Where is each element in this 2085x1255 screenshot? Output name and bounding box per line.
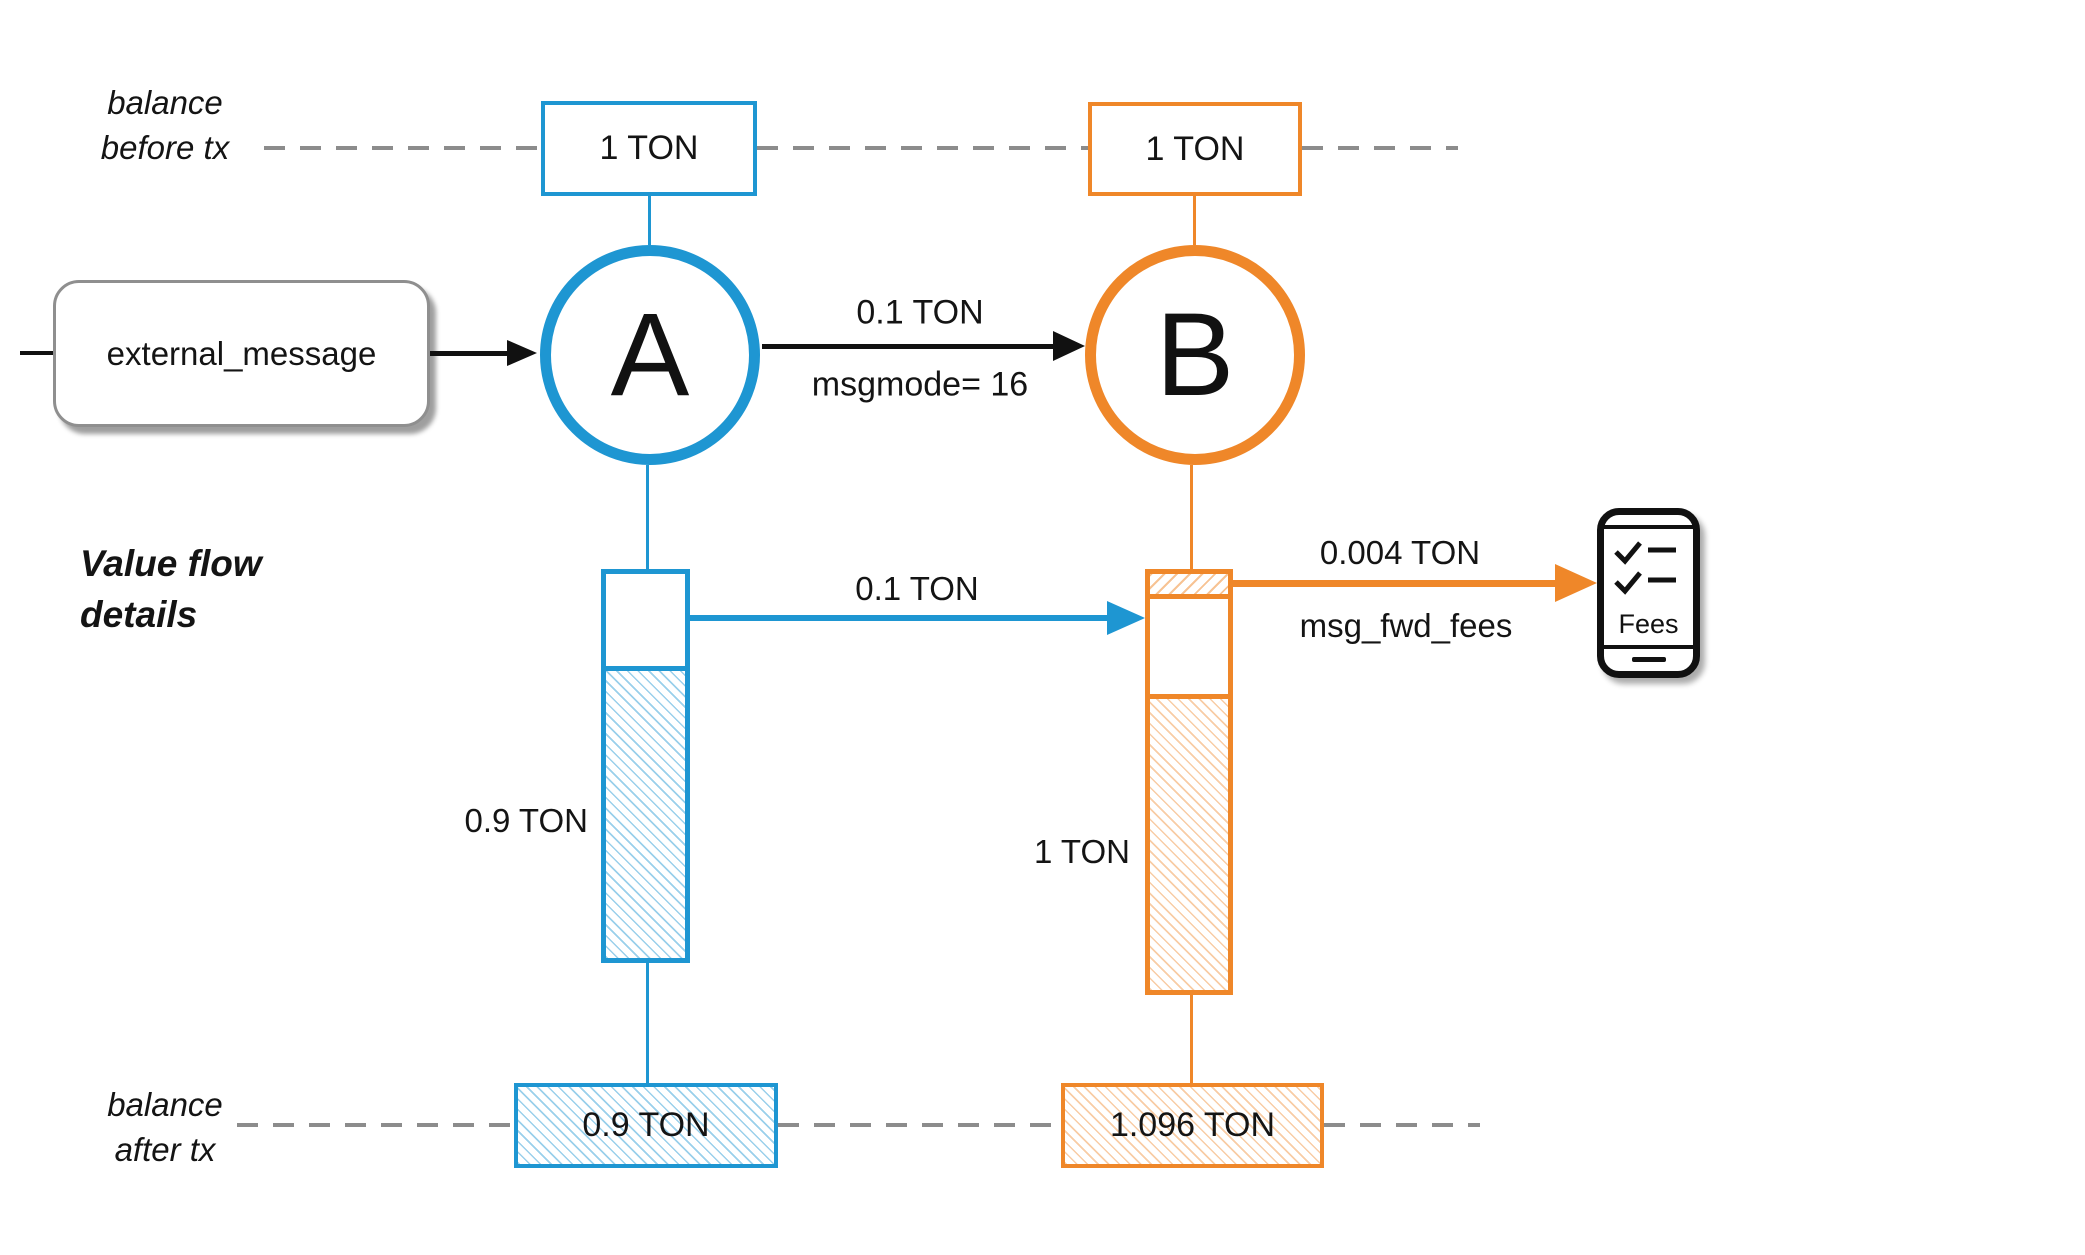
- connector-barb-boxb: [1190, 995, 1193, 1083]
- balance-after-dash-right: [1324, 1123, 1480, 1127]
- check-dash-icon: [1614, 571, 1676, 595]
- fee-arrow-head-icon: [1555, 564, 1597, 602]
- external-arrow-head-icon: [507, 340, 537, 366]
- fees-icon-label: Fees: [1618, 609, 1679, 639]
- incoming-line: [20, 351, 53, 355]
- value-bar-a-remaining-segment: [606, 666, 685, 958]
- external-arrow-line: [430, 351, 509, 356]
- connector-boxb-circleb: [1193, 196, 1196, 245]
- connector-boxa-circlea: [648, 196, 651, 245]
- balance-after-line2: after tx: [114, 1131, 216, 1168]
- phone-top-line: [1604, 525, 1693, 529]
- balance-before-dash-mid: [757, 146, 1088, 150]
- balance-before-box-a: 1 TON: [541, 101, 757, 196]
- balance-after-box-a: 0.9 TON: [514, 1083, 778, 1168]
- balance-after-value-a: 0.9 TON: [582, 1106, 710, 1144]
- fee-amount-label: 0.004 TON: [1319, 534, 1481, 571]
- balance-after-box-b: 1.096 TON: [1061, 1083, 1324, 1168]
- fees-phone-icon: Fees: [1597, 508, 1700, 678]
- fee-arrow-line: [1233, 580, 1560, 587]
- value-flow-line1: Value flow: [80, 543, 262, 584]
- balance-after-dash-left: [237, 1123, 514, 1127]
- connector-circlea-bara: [646, 465, 649, 569]
- value-bar-a: [601, 569, 690, 963]
- account-letter-b: B: [1155, 289, 1235, 421]
- balance-after-value-b: 1.096 TON: [1109, 1106, 1276, 1144]
- value-flow-line2: details: [80, 594, 198, 635]
- fee-check-row-2: [1612, 567, 1680, 600]
- external-message-box: external_message: [53, 280, 430, 427]
- balance-before-line2: before tx: [100, 129, 230, 166]
- transfer-mode-label: msgmode= 16: [811, 365, 1029, 404]
- balance-before-line1: balance: [107, 84, 223, 121]
- value-bar-b-kept-segment: [1150, 694, 1228, 990]
- check-dash-icon: [1614, 541, 1676, 565]
- value-transfer-arrow-head-icon: [1107, 601, 1145, 635]
- balance-after-dash-mid: [778, 1123, 1061, 1127]
- transfer-amount-label: 0.1 TON: [856, 293, 984, 332]
- value-transfer-amount-label: 0.1 TON: [855, 570, 979, 607]
- fee-name-label: msg_fwd_fees: [1299, 607, 1513, 644]
- fee-check-row-1: [1612, 537, 1680, 570]
- balance-after-label: balance after tx: [70, 1082, 260, 1172]
- balance-after-line1: balance: [107, 1086, 223, 1123]
- transfer-arrow-head-icon: [1053, 331, 1085, 361]
- balance-before-dash-right: [1302, 146, 1458, 150]
- value-bar-b: [1145, 569, 1233, 995]
- value-transfer-arrow-line: [690, 615, 1110, 621]
- value-flow-label: Value flow details: [80, 538, 262, 640]
- bar-a-amount-label: 0.9 TON: [464, 802, 588, 839]
- bar-b-amount-label: 1 TON: [1034, 833, 1130, 870]
- balance-before-label: balance before tx: [70, 80, 260, 170]
- balance-before-box-b: 1 TON: [1088, 102, 1302, 196]
- phone-bottom-line: [1604, 645, 1693, 649]
- phone-home-dash: [1631, 657, 1666, 662]
- connector-circleb-barb: [1190, 465, 1193, 569]
- transfer-arrow-line: [762, 344, 1056, 349]
- account-node-a: A: [540, 245, 760, 465]
- balance-before-dash-left: [264, 146, 541, 150]
- balance-before-value-b: 1 TON: [1145, 129, 1245, 168]
- connector-bara-boxa: [646, 963, 649, 1083]
- account-letter-a: A: [610, 289, 690, 421]
- value-bar-b-fee-segment: [1150, 574, 1228, 599]
- balance-before-value-a: 1 TON: [599, 129, 699, 167]
- external-message-label: external_message: [106, 334, 377, 372]
- account-node-b: B: [1085, 245, 1305, 465]
